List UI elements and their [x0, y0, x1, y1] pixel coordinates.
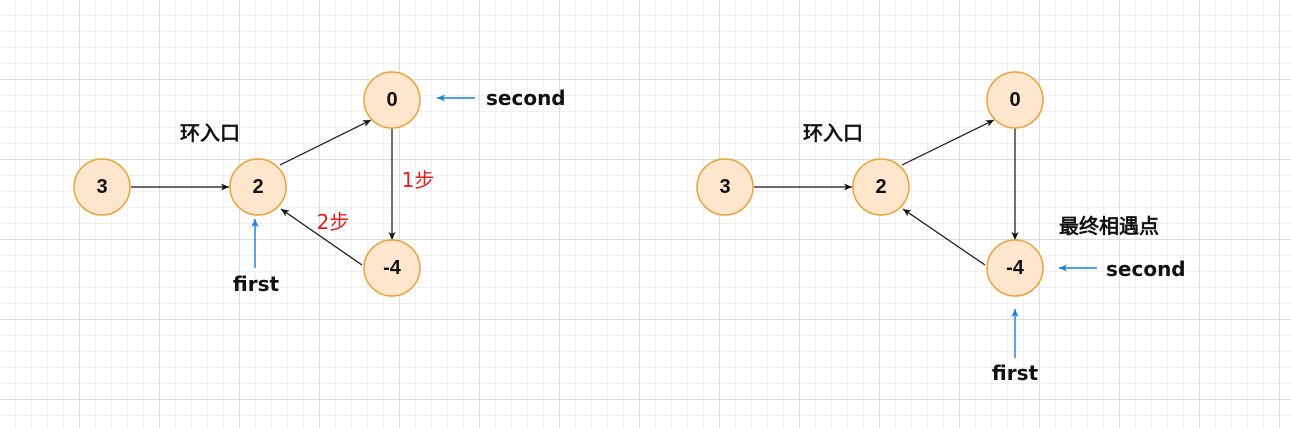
meet-point-label: 最终相遇点: [1059, 214, 1159, 238]
first-label: first: [233, 272, 280, 296]
edge-minus4-to-2: [902, 208, 986, 266]
node-2: 2: [229, 158, 287, 216]
entry-label: 环入口: [803, 121, 863, 145]
second-label: second: [486, 86, 566, 110]
edge-minus4-to-2: [280, 208, 363, 266]
node-3: 3: [73, 158, 131, 216]
node-0-value: 0: [386, 89, 397, 111]
node-2: 2: [852, 158, 910, 216]
node-0: 0: [986, 71, 1044, 129]
step-1-label: 1步: [402, 168, 435, 192]
node-3-value: 3: [96, 176, 107, 198]
left-diagram: 3 2 0 -4 环入口 1步 2步 second first: [73, 71, 566, 297]
edge-2-to-0: [279, 119, 372, 166]
node-2-value: 2: [252, 176, 263, 198]
edge-2-to-0: [901, 119, 995, 166]
step-2-label: 2步: [317, 210, 350, 234]
first-label: first: [992, 361, 1039, 385]
node-0: 0: [363, 71, 421, 129]
entry-label: 环入口: [180, 121, 240, 145]
node-2-value: 2: [875, 176, 886, 198]
second-label: second: [1106, 257, 1186, 281]
node-minus4: -4: [363, 239, 421, 297]
node-0-value: 0: [1009, 89, 1020, 111]
node-minus4-value: -4: [383, 257, 402, 279]
node-3-value: 3: [719, 176, 730, 198]
node-minus4-value: -4: [1006, 257, 1025, 279]
node-minus4: -4: [986, 239, 1044, 297]
right-diagram: 3 2 0 -4 环入口 最终相遇点 second first: [696, 71, 1186, 385]
node-3: 3: [696, 158, 754, 216]
